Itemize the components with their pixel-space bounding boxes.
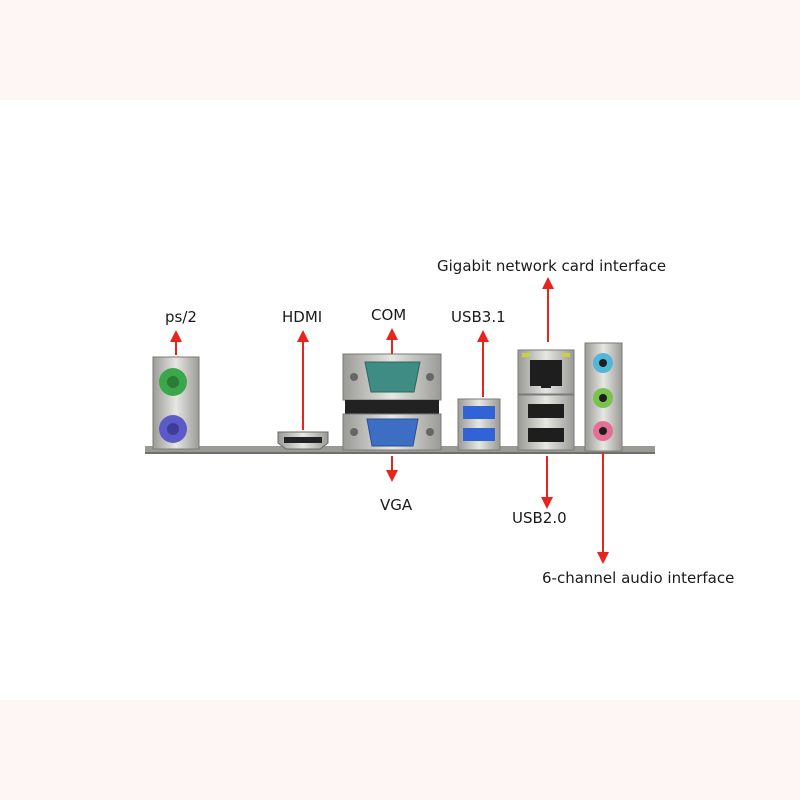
hdmi-port-icon (277, 431, 329, 450)
top-band (0, 0, 800, 100)
label-lan: Gigabit network card interface (437, 257, 667, 275)
vga-port-icon (342, 413, 442, 451)
bottom-band (0, 700, 800, 800)
com-port-icon (342, 353, 442, 416)
ps2-port-icon (152, 356, 200, 450)
usb3-port-icon (457, 398, 501, 451)
label-usb20: USB2.0 (512, 509, 567, 527)
audio-jack-icon (584, 342, 623, 452)
rj45-port-icon (517, 349, 575, 395)
label-usb31: USB3.1 (451, 308, 506, 326)
label-ps2: ps/2 (165, 308, 197, 326)
label-audio: 6-channel audio interface (542, 569, 735, 587)
label-vga: VGA (380, 496, 413, 514)
label-hdmi: HDMI (282, 308, 323, 326)
label-com: COM (371, 306, 407, 324)
io-shield-plate-edge (145, 452, 655, 454)
usb2-port-icon (517, 394, 575, 451)
